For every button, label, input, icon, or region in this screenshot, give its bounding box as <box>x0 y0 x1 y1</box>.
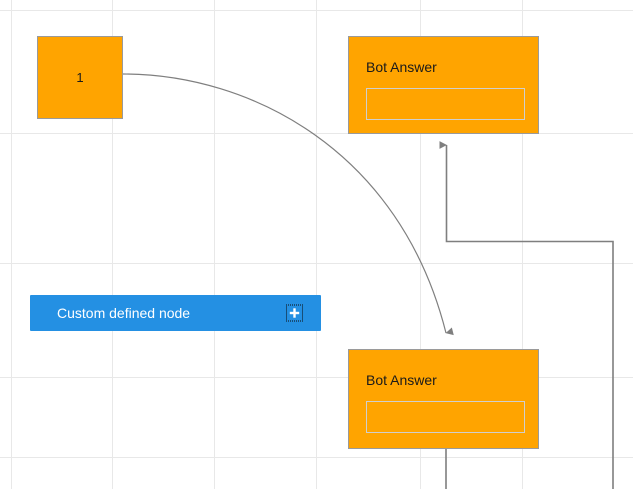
bot-answer-node-bottom[interactable]: Bot Answer <box>348 349 539 449</box>
bot-answer-slot[interactable] <box>366 401 525 433</box>
plus-icon[interactable] <box>286 304 303 322</box>
edge-feedback-bot-answer-bottom-to-top[interactable] <box>446 145 614 489</box>
custom-defined-node-palette-item[interactable]: Custom defined node <box>30 295 321 331</box>
bot-answer-slot[interactable] <box>366 88 525 120</box>
custom-defined-node-label: Custom defined node <box>57 305 191 321</box>
bot-answer-node-top[interactable]: Bot Answer <box>348 36 539 134</box>
bot-answer-title: Bot Answer <box>366 59 437 75</box>
node-1[interactable]: 1 <box>37 36 123 119</box>
node-1-label: 1 <box>76 70 84 85</box>
bot-answer-title: Bot Answer <box>366 372 437 388</box>
edge-curved-node1-to-bot-answer-bottom[interactable] <box>122 73 454 336</box>
